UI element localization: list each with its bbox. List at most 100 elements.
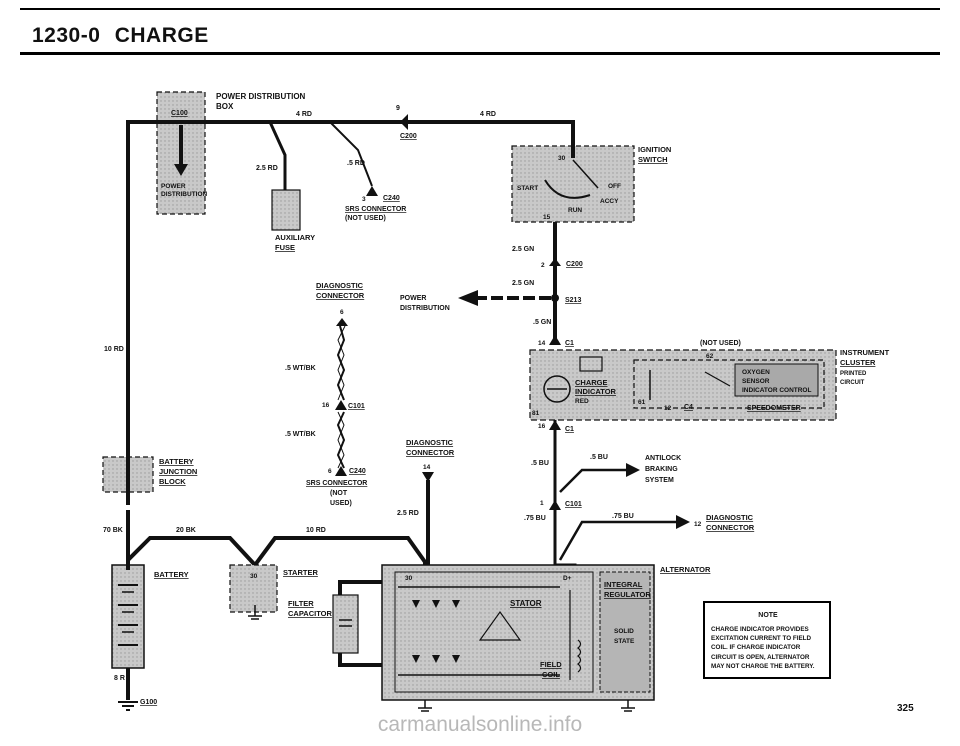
diagnostic-connector-mid: DIAGNOSTIC CONNECTOR 14 — [406, 438, 455, 482]
svg-text:DIAGNOSTIC: DIAGNOSTIC — [706, 513, 754, 522]
svg-text:14: 14 — [423, 464, 431, 471]
wire-05gn: .5 GN — [533, 319, 551, 326]
svg-text:INDICATOR CONTROL: INDICATOR CONTROL — [742, 387, 811, 394]
svg-text:INDICATOR: INDICATOR — [575, 387, 617, 396]
svg-text:BATTERY: BATTERY — [159, 457, 194, 466]
svg-text:USED): USED) — [330, 500, 352, 507]
svg-text:BATTERY: BATTERY — [154, 570, 189, 579]
c200-mid-connector: 2 C200 — [541, 258, 583, 269]
s213-label: S213 — [565, 297, 581, 304]
wire-10rd: 10 RD — [104, 346, 124, 353]
svg-text:3: 3 — [362, 196, 366, 203]
svg-text:SENSOR: SENSOR — [742, 378, 770, 385]
svg-text:INTEGRAL: INTEGRAL — [604, 580, 643, 589]
svg-text:2: 2 — [541, 262, 545, 269]
svg-text:C1: C1 — [565, 340, 574, 347]
svg-text:30: 30 — [250, 573, 258, 580]
svg-text:1: 1 — [540, 500, 544, 507]
svg-text:AUXILIARY: AUXILIARY — [275, 233, 315, 242]
wire-25gn-a: 2.5 GN — [512, 246, 534, 253]
svg-text:14: 14 — [538, 340, 546, 347]
svg-text:FILTER: FILTER — [288, 599, 314, 608]
power-distribution-arrowhead — [458, 290, 478, 306]
filter-capacitor: FILTER CAPACITOR — [288, 594, 359, 654]
note-line: CHARGE INDICATOR PROVIDES — [711, 625, 809, 633]
svg-text:12: 12 — [664, 405, 672, 412]
svg-text:CHARGE: CHARGE — [575, 378, 608, 387]
note-line: COIL. IF CHARGE INDICATOR — [711, 644, 801, 652]
svg-text:STATE: STATE — [614, 638, 635, 645]
svg-text:OFF: OFF — [608, 183, 621, 190]
svg-text:DIAGNOSTIC: DIAGNOSTIC — [406, 438, 454, 447]
twisted-wire-wtbk-pair — [337, 325, 346, 469]
svg-text:STARTER: STARTER — [283, 568, 318, 577]
s213-splice — [551, 294, 559, 302]
svg-text:RUN: RUN — [568, 207, 582, 214]
svg-text:6: 6 — [340, 309, 344, 316]
svg-text:30: 30 — [558, 155, 566, 162]
ignition-switch: 30 START OFF ACCY RUN 15 IGNITION SWITCH — [511, 140, 671, 223]
svg-text:CAPACITOR: CAPACITOR — [288, 609, 332, 618]
watermark: carmanualsonline.info — [377, 713, 583, 736]
svg-text:62: 62 — [706, 353, 714, 360]
page-title: 1230-0 CHARGE — [32, 24, 209, 47]
pdb-inner-1: POWER — [161, 183, 186, 190]
svg-text:ALTERNATOR: ALTERNATOR — [660, 565, 711, 574]
svg-text:C101: C101 — [348, 403, 365, 410]
svg-text:C101: C101 — [565, 501, 582, 508]
svg-text:FUSE: FUSE — [275, 243, 295, 252]
svg-text:30: 30 — [405, 575, 413, 582]
svg-text:16: 16 — [322, 402, 330, 409]
svg-text:CLUSTER: CLUSTER — [840, 358, 876, 367]
svg-text:CIRCUIT: CIRCUIT — [840, 380, 865, 386]
svg-text:DIAGNOSTIC: DIAGNOSTIC — [316, 281, 364, 290]
wire-05rd: .5 RD — [347, 160, 365, 167]
title-rule — [20, 52, 940, 55]
svg-text:G100: G100 — [140, 699, 157, 706]
svg-text:STATOR: STATOR — [510, 599, 542, 608]
svg-text:RED: RED — [575, 398, 589, 405]
svg-text:C240: C240 — [383, 195, 400, 202]
ground-g100: G100 — [118, 699, 157, 711]
diagnostic-connector-left: DIAGNOSTIC CONNECTOR 6 — [316, 281, 365, 326]
svg-text:JUNCTION: JUNCTION — [159, 467, 197, 476]
power-distribution-box: POWER DISTRIBUTION BOX C100 POWER DISTRI… — [156, 91, 306, 215]
svg-text:PRINTED: PRINTED — [840, 371, 867, 377]
battery: BATTERY — [111, 560, 189, 669]
svg-text:SPEEDOMETER: SPEEDOMETER — [747, 405, 801, 412]
wire-10rd-bottom: 10 RD — [306, 527, 326, 534]
pdb-label-1: POWER DISTRIBUTION — [216, 92, 306, 101]
svg-text:C4: C4 — [684, 404, 693, 411]
wire-075bu-a: .75 BU — [524, 515, 546, 522]
svg-text:OXYGEN: OXYGEN — [742, 369, 770, 376]
wire-4rd-left: 4 RD — [296, 111, 312, 118]
svg-text:SRS CONNECTOR: SRS CONNECTOR — [306, 480, 367, 487]
note-title: NOTE — [758, 612, 778, 619]
svg-text:16: 16 — [538, 423, 546, 430]
pdb-inner-2: DISTRIBUTION — [161, 191, 208, 198]
svg-text:INSTRUMENT: INSTRUMENT — [840, 348, 890, 357]
svg-text:START: START — [517, 185, 538, 192]
starter: 30 STARTER — [229, 564, 318, 620]
wire-wtbk-a: .5 WT/BK — [285, 365, 316, 372]
wire-25rd-mid: 2.5 RD — [397, 510, 419, 517]
c1-bottom-connector: 16 C1 — [538, 420, 574, 433]
svg-text:FIELD: FIELD — [540, 660, 562, 669]
svg-text:SRS CONNECTOR: SRS CONNECTOR — [345, 206, 406, 213]
svg-text:81: 81 — [532, 410, 540, 417]
wire-8r: 8 R — [114, 675, 125, 682]
svg-text:6: 6 — [328, 468, 332, 475]
power-distribution-label-1: POWER — [400, 295, 426, 302]
wire-20bk: 20 BK — [176, 527, 196, 534]
svg-text:REGULATOR: REGULATOR — [604, 590, 651, 599]
svg-text:15: 15 — [543, 214, 551, 221]
svg-text:CONNECTOR: CONNECTOR — [706, 523, 755, 532]
instrument-cluster: CHARGE INDICATOR RED OXYGEN SENSOR INDIC… — [529, 340, 890, 421]
svg-text:(NOT USED): (NOT USED) — [700, 340, 741, 347]
diagnostic-right-arrowhead — [676, 515, 690, 529]
wire-25rd: 2.5 RD — [256, 165, 278, 172]
c200-top-connector: 9 C200 — [396, 105, 417, 140]
svg-text:SYSTEM: SYSTEM — [645, 477, 674, 484]
